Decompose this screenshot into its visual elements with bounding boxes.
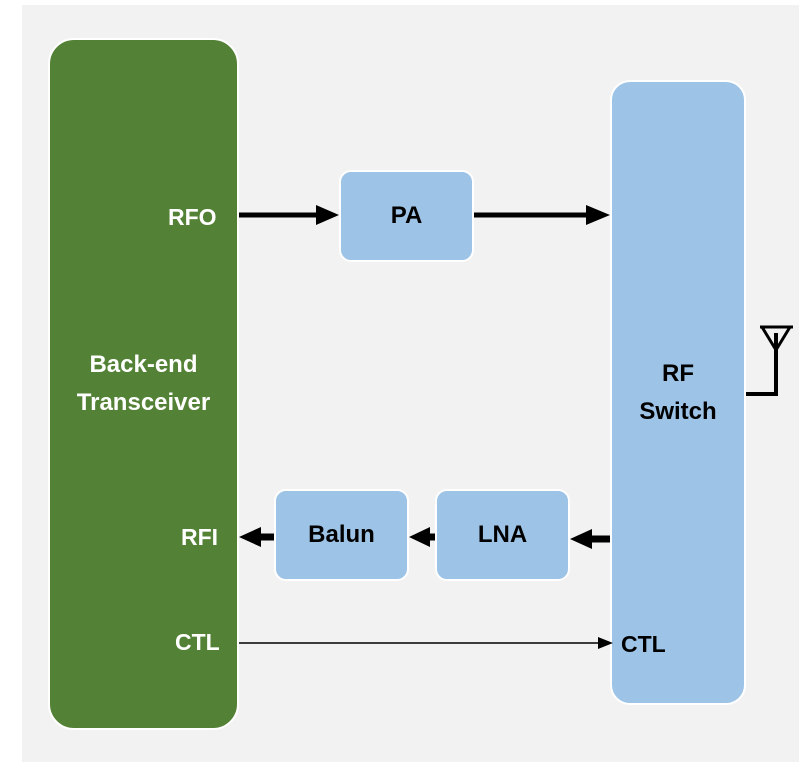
- back-end-transceiver-block: Back-end Transceiver: [48, 38, 239, 730]
- rfi-port-label: RFI: [181, 524, 219, 550]
- pa-block: PA: [339, 170, 474, 262]
- lna-label: LNA: [477, 521, 528, 548]
- pa-to-switch-arrow: [474, 205, 610, 225]
- balun-to-rfi-arrow: [239, 527, 274, 547]
- antenna-icon: [746, 325, 793, 396]
- ctl-in-port-label: CTL: [621, 631, 666, 657]
- transceiver-label: Back-end Transceiver: [76, 351, 211, 416]
- lna-block: LNA: [435, 489, 570, 581]
- ctl-out-port-label: CTL: [175, 629, 220, 655]
- rfo-port-label: RFO: [168, 204, 217, 230]
- pa-label: PA: [390, 202, 423, 229]
- balun-label: Balun: [308, 521, 375, 548]
- rfo-to-pa-arrow: [239, 205, 339, 225]
- rf-switch-label: RF Switch: [639, 359, 717, 425]
- lna-to-balun-arrow: [409, 527, 435, 547]
- ctl-control-line: [239, 637, 613, 649]
- rf-switch-block: RF Switch: [610, 80, 746, 705]
- balun-block: Balun: [274, 489, 409, 581]
- switch-to-lna-arrow: [570, 529, 610, 549]
